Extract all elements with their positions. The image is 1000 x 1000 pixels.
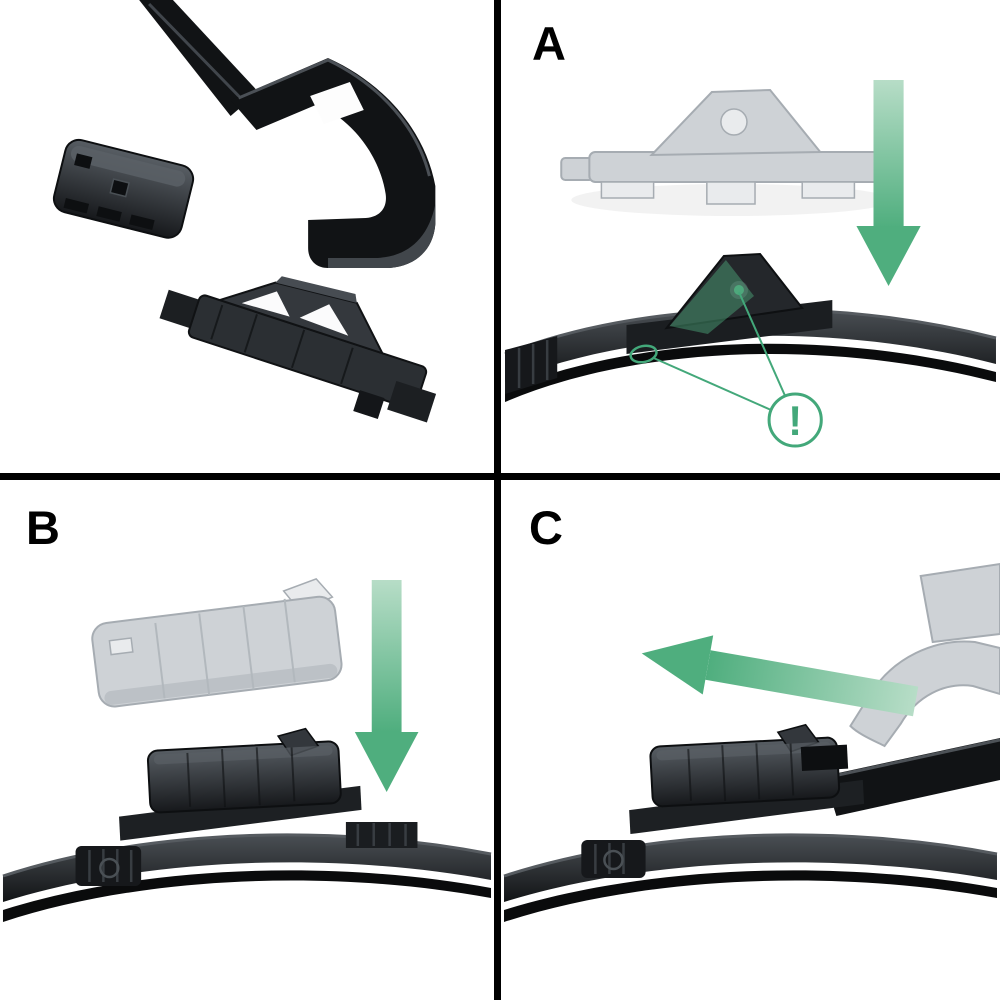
blade-adapter-with-cap: [119, 727, 362, 841]
panel-step-b: B: [0, 480, 494, 1000]
step-a-label: A: [532, 17, 566, 70]
wiper-blade: [503, 833, 998, 922]
step-c-label: C: [529, 501, 563, 554]
blade-adapter: [626, 252, 833, 354]
end-clamp: [581, 840, 646, 878]
latch-point-marker: [629, 344, 658, 364]
wiper-arm: [823, 738, 1000, 816]
overview-illustration: [52, 0, 437, 423]
warning-callout: !: [629, 291, 823, 448]
end-clamp: [75, 846, 142, 886]
warning-exclamation-icon: [767, 392, 823, 448]
step-b-label: B: [26, 501, 60, 554]
ghost-adapter: [560, 88, 893, 216]
arrow-down-icon: [354, 580, 419, 792]
exclamation-text: !: [788, 397, 802, 444]
step-a-illustration: !: [504, 80, 997, 448]
adapter-part: [159, 276, 437, 423]
step-b-illustration: [2, 578, 492, 922]
vertical-divider: [494, 0, 501, 1000]
cover-cap-part: [52, 138, 195, 239]
blade-adapter-with-cap: [629, 723, 865, 835]
panel-step-a: A: [501, 0, 1000, 473]
arrow-left-icon: [641, 635, 919, 717]
ghost-arm-pieces: [849, 562, 1000, 748]
step-c-illustration: [503, 562, 1000, 922]
highlight-zone: [669, 260, 755, 334]
horizontal-divider: [0, 473, 1000, 480]
arrow-down-icon: [856, 80, 921, 286]
panel-step-c: C: [501, 480, 1000, 1000]
wiper-arm-hook: [139, 0, 436, 268]
ghost-cover-cap: [91, 578, 343, 708]
panel-overview: [0, 0, 494, 473]
